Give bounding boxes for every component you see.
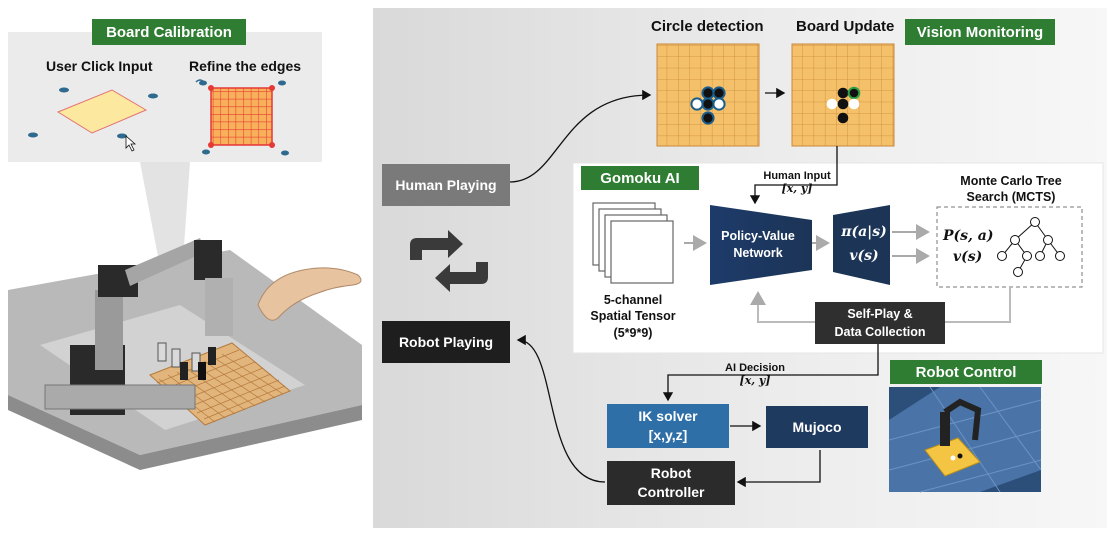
- tensor-label-line1: 5-channel: [603, 293, 663, 307]
- controller-line1: Robot: [650, 465, 692, 482]
- value-output: v(s): [849, 248, 879, 264]
- mcts-title: Monte Carlo Tree Search (MCTS): [943, 173, 1079, 206]
- tensor-label-line2: Spatial Tensor: [590, 309, 676, 324]
- output-block: [833, 205, 890, 285]
- network-label-line1: Policy-Value: [721, 229, 795, 244]
- cursor-icon: [125, 135, 137, 152]
- mcts-p-label: P(s, a): [943, 228, 994, 244]
- mcts-to-selfplay-line: [945, 287, 1011, 323]
- board-update-board: [791, 43, 895, 147]
- calibration-panel: [8, 32, 322, 162]
- tensor-label: 5-channel Spatial Tensor (5*9*9): [578, 292, 688, 341]
- user-click-label: User Click Input: [46, 58, 153, 74]
- selfplay-to-network-arrow: [750, 291, 815, 323]
- mujoco-simulation-image: [888, 386, 1042, 493]
- network-label: Policy-Value Network: [710, 228, 806, 262]
- tensor-stack: [592, 202, 674, 284]
- board-calibration-tag: Board Calibration: [92, 19, 246, 45]
- controller-line2: Controller: [637, 484, 705, 500]
- ai-decision-text: AI Decision: [725, 362, 785, 374]
- human-input-label: Human Input [x, y]: [758, 170, 836, 195]
- click-input-board: [28, 78, 158, 152]
- policy-value-network: [710, 205, 812, 285]
- human-input-arrow: [749, 146, 838, 205]
- human-playing-box: Human Playing: [382, 164, 510, 206]
- human-to-vision-arrow: [509, 89, 652, 183]
- robot-workspace-illustration: [8, 238, 362, 470]
- ai-decision-coord: [x, y]: [739, 373, 771, 387]
- mujoco-box: Mujoco: [766, 406, 868, 448]
- policy-output: π(a|s): [841, 224, 887, 240]
- vision-monitoring-tag: Vision Monitoring: [905, 19, 1055, 45]
- ik-line2: [x,y,z]: [648, 427, 688, 443]
- ai-decision-arrow: [662, 344, 879, 402]
- selfplay-line1: Self-Play &: [847, 306, 913, 321]
- ik-line1: IK solver: [638, 408, 698, 425]
- controller-to-robot-arrow: [516, 334, 606, 483]
- refine-board: [195, 79, 289, 156]
- selfplay-line2: Data Collection: [834, 325, 926, 339]
- robot-control-tag: Robot Control: [890, 360, 1042, 384]
- robot-playing-box: Robot Playing: [382, 321, 510, 363]
- board-update-label: Board Update: [796, 18, 895, 35]
- mcts-tree: [997, 217, 1065, 277]
- circle-detection-board: [656, 43, 760, 147]
- ai-decision-label: AI Decision [x, y]: [715, 362, 795, 387]
- circle-detection-label: Circle detection: [651, 18, 764, 35]
- ik-solver-box: IK solver [x,y,z]: [607, 404, 729, 448]
- mcts-title-line1: Monte Carlo Tree: [960, 174, 1062, 188]
- selfplay-box: Self-Play & Data Collection: [815, 302, 945, 344]
- human-input-coord: [x, y]: [781, 181, 813, 195]
- mcts-v-label: v(s): [953, 249, 983, 265]
- gomoku-ai-tag: Gomoku AI: [581, 166, 699, 190]
- tensor-label-line3: (5*9*9): [613, 325, 653, 340]
- robot-controller-box: Robot Controller: [607, 461, 735, 505]
- mcts-title-line2: Search (MCTS): [966, 190, 1056, 205]
- mujoco-to-controller-arrow: [736, 450, 821, 488]
- network-label-line2: Network: [733, 246, 783, 260]
- cycle-icon: [410, 230, 488, 292]
- refine-edges-label: Refine the edges: [189, 58, 302, 74]
- human-input-text: Human Input: [763, 170, 831, 182]
